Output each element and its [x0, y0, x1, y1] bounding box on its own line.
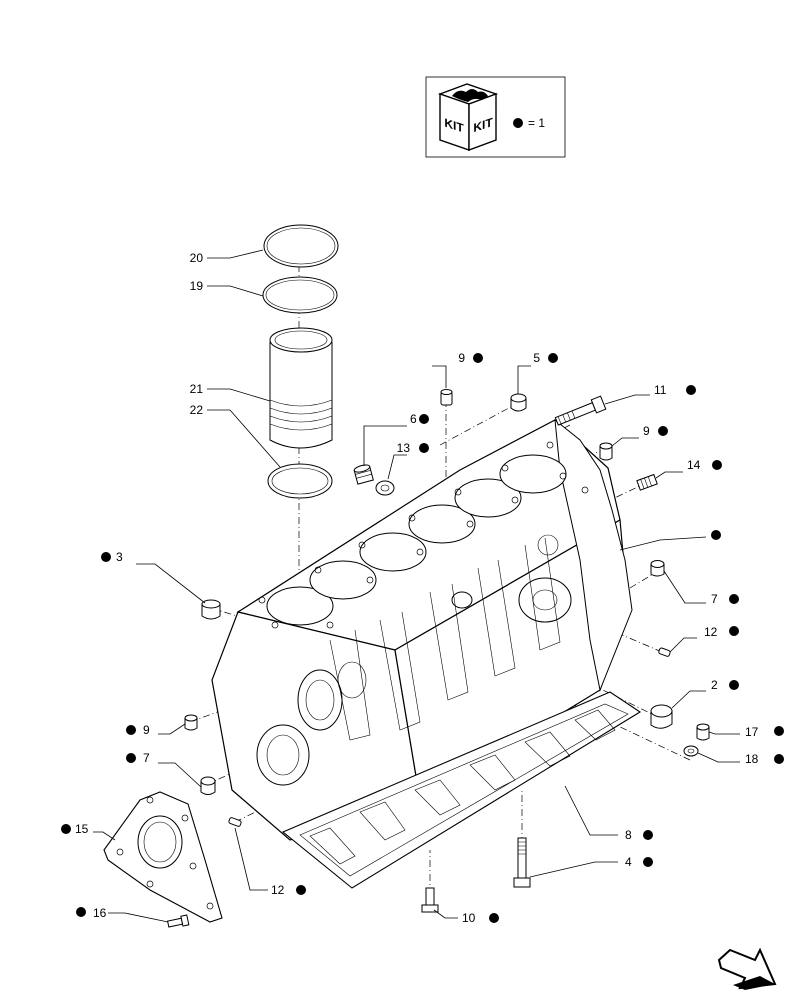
liner-o-ring-22 [267, 463, 333, 499]
callout-5-kit-dot-icon [548, 353, 558, 363]
callout-12-bottom-kit-dot-icon [296, 885, 306, 895]
callout-12-right-kit-dot-icon [729, 626, 739, 636]
callout-6-number: 6 [410, 412, 417, 426]
callout-7-right-kit-dot-icon [729, 594, 739, 604]
callout-10-kit-dot-icon [489, 913, 499, 923]
callout-8-number: 8 [625, 828, 632, 842]
callout-2-number: 2 [711, 678, 718, 692]
callout-21-number: 21 [190, 382, 204, 396]
callout-4-number: 4 [625, 855, 632, 869]
kit-icon-text-left: KIT [444, 116, 464, 136]
callout-11-number: 11 [654, 383, 667, 397]
leader-lines [93, 249, 740, 923]
callout-16-kit-dot-icon [76, 907, 86, 917]
front-seal-cover-15 [103, 791, 223, 923]
callout-9-left-number: 9 [143, 723, 150, 737]
callout-19-number: 19 [190, 279, 204, 293]
callout-9-right-number: 9 [643, 424, 650, 438]
liner-seal-ring-19 [262, 276, 338, 314]
callout-12-bottom-number: 12 [271, 883, 285, 897]
kit-dot-icon [513, 118, 523, 128]
callout-labels: 20 19 21 22 9 5 11 6 13 9 14 3 7 12 2 9 … [61, 251, 784, 925]
oil-pan-gasket-8 [281, 691, 642, 889]
callout-7-left-kit-dot-icon [126, 753, 136, 763]
callout-3-number: 3 [116, 550, 123, 564]
callout-4-kit-dot-icon [643, 857, 653, 867]
callout-13-kit-dot-icon [419, 443, 429, 453]
callout-9-right-kit-dot-icon [658, 426, 668, 436]
callout-17-number: 17 [745, 725, 759, 739]
callout-10-number: 10 [462, 911, 476, 925]
callout-17-kit-dot-icon [774, 726, 784, 736]
next-page-arrow-icon[interactable] [717, 947, 777, 990]
callout-18-number: 18 [745, 752, 759, 766]
callout-7-left-number: 7 [143, 751, 150, 765]
callout-22-number: 22 [190, 403, 204, 417]
callout-9-left-kit-dot-icon [126, 725, 136, 735]
callout-18-kit-dot-icon [774, 754, 784, 764]
kit-legend-equals: = 1 [528, 116, 545, 130]
callout-11-kit-dot-icon [686, 385, 696, 395]
callout-3-kit-dot-icon [101, 552, 111, 562]
callout-8-kit-dot-icon [643, 830, 653, 840]
callout-7-right-number: 7 [711, 592, 718, 606]
callout-14-kit-dot-icon [712, 460, 722, 470]
kit-icon-text-right: KIT [473, 115, 493, 135]
small-parts [167, 389, 710, 928]
callout-9-top-kit-dot-icon [473, 353, 483, 363]
callout-5-number: 5 [533, 351, 540, 365]
liner-seal-ring-20 [263, 224, 339, 268]
kit-legend: KIT KIT = 1 [425, 76, 566, 158]
callout-2-kit-dot-icon [729, 680, 739, 690]
callout-12-right-number: 12 [704, 625, 718, 639]
kit-box-icon: KIT KIT [437, 83, 499, 152]
callout-13-number: 13 [397, 441, 411, 455]
callout-15-kit-dot-icon [61, 824, 71, 834]
engine-block [211, 418, 633, 841]
callout-16-number: 16 [93, 906, 107, 920]
callout-20-number: 20 [190, 251, 204, 265]
cylinder-liner-21 [269, 327, 333, 449]
callout-15-number: 15 [75, 822, 89, 836]
callout-1-kit-dot-icon [711, 530, 721, 540]
callout-9-top-number: 9 [458, 351, 465, 365]
callout-14-number: 14 [687, 458, 701, 472]
callout-6-kit-dot-icon [419, 414, 429, 424]
